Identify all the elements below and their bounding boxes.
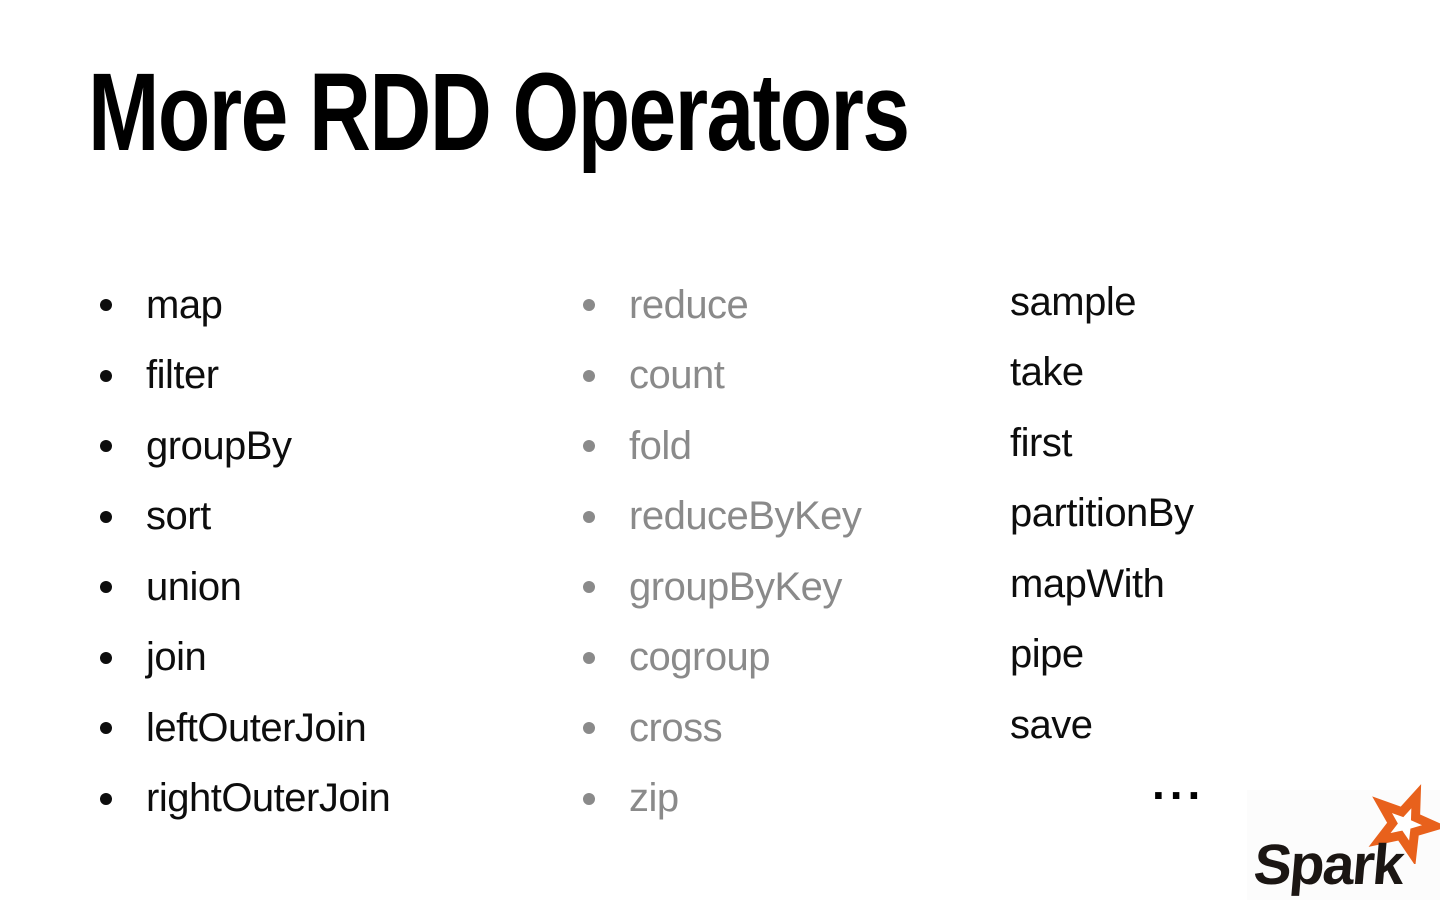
page-title: More RDD Operators: [88, 51, 910, 174]
spark-logo-text: Spark: [1251, 833, 1406, 897]
list-item: reduceByKey: [583, 482, 862, 553]
star-icon: [1368, 784, 1440, 864]
spark-logo: Spark: [1247, 784, 1440, 900]
list-item: union: [100, 552, 390, 623]
list-item: filter: [100, 341, 390, 412]
list-item: cross: [583, 693, 861, 764]
list-item: take: [1010, 350, 1084, 395]
ellipsis-text: ...: [1152, 757, 1206, 809]
list-item: cogroup: [583, 623, 861, 694]
list-item: partitionBy: [1010, 491, 1194, 536]
list-item: fold: [583, 411, 861, 482]
list-item: rightOuterJoin: [100, 764, 391, 835]
list-item: groupByKey: [583, 552, 861, 623]
list-item: save: [1010, 702, 1093, 747]
list-item: pipe: [1010, 632, 1084, 677]
list-item: zip: [583, 764, 861, 835]
list-item: count: [583, 341, 861, 412]
operator-list-other: sample take first partitionBy mapWith pipe sav…: [1010, 267, 1194, 761]
list-item: sample: [1010, 279, 1136, 324]
list-item: mapWith: [1010, 561, 1165, 606]
list-item: leftOuterJoin: [100, 693, 390, 764]
list-item: join: [100, 623, 390, 694]
list-item: first: [1010, 420, 1072, 465]
list-item: groupBy: [100, 411, 390, 482]
list-item: sort: [100, 482, 390, 553]
list-item: reduce: [583, 270, 861, 341]
list-item: map: [100, 270, 390, 341]
